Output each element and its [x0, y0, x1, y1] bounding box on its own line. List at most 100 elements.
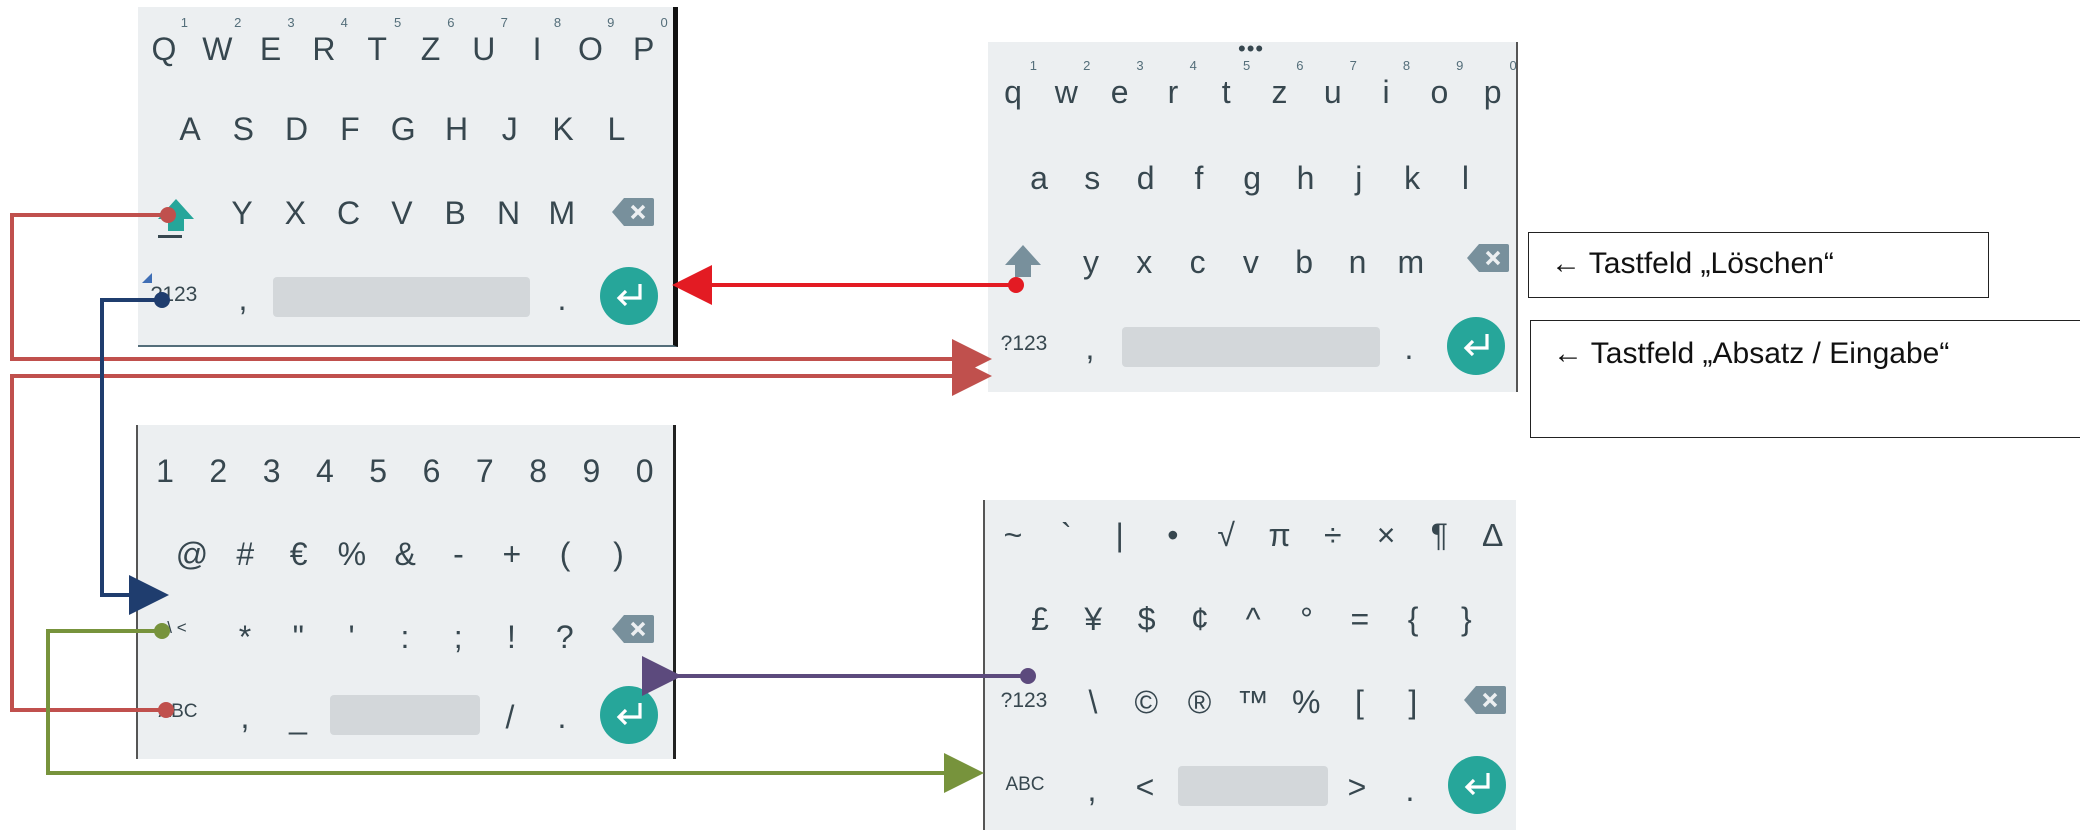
key[interactable]: j: [1333, 148, 1385, 208]
less-than-key[interactable]: <: [1135, 769, 1155, 805]
key[interactable]: °: [1281, 589, 1333, 649]
key[interactable]: y: [1065, 232, 1117, 292]
key[interactable]: g: [1226, 148, 1278, 208]
key[interactable]: m: [1385, 232, 1437, 292]
key[interactable]: ¥: [1067, 589, 1119, 649]
enter-icon[interactable]: [1447, 317, 1505, 375]
key[interactable]: [: [1334, 672, 1386, 732]
key[interactable]: ®: [1174, 672, 1226, 732]
key[interactable]: π: [1254, 505, 1306, 565]
backspace-icon[interactable]: [1464, 686, 1506, 714]
key[interactable]: ?: [539, 607, 591, 667]
key[interactable]: ©: [1120, 672, 1172, 732]
comma-key[interactable]: ,: [240, 699, 250, 735]
period-key[interactable]: .: [557, 699, 567, 735]
mode-key-123[interactable]: ?123: [1000, 332, 1048, 355]
key[interactable]: !: [486, 607, 538, 667]
key[interactable]: $: [1121, 589, 1173, 649]
slash-key[interactable]: /: [505, 699, 515, 735]
key[interactable]: -: [433, 524, 485, 584]
key[interactable]: =: [1334, 589, 1386, 649]
key[interactable]: #: [219, 524, 271, 584]
key[interactable]: f: [1173, 148, 1225, 208]
key[interactable]: €: [273, 524, 325, 584]
key[interactable]: S: [217, 99, 269, 159]
shift-icon[interactable]: [1003, 243, 1043, 285]
space-bar[interactable]: [1122, 327, 1380, 367]
key[interactable]: G: [377, 99, 429, 159]
enter-icon[interactable]: [1448, 756, 1506, 814]
key[interactable]: 1: [139, 441, 191, 501]
key[interactable]: M: [536, 183, 588, 243]
key[interactable]: |: [1094, 505, 1146, 565]
key[interactable]: •: [1147, 505, 1199, 565]
key[interactable]: `: [1040, 505, 1092, 565]
key[interactable]: ∆: [1467, 505, 1516, 565]
key[interactable]: \: [1067, 672, 1119, 732]
period-key[interactable]: .: [1404, 330, 1414, 366]
key[interactable]: ]: [1387, 672, 1439, 732]
key[interactable]: ™: [1227, 672, 1279, 732]
period-key[interactable]: .: [1405, 772, 1415, 808]
key[interactable]: D: [271, 99, 323, 159]
key[interactable]: £: [1014, 589, 1066, 649]
key[interactable]: %: [1280, 672, 1332, 732]
underscore-key[interactable]: _: [289, 699, 307, 735]
greater-than-key[interactable]: >: [1347, 769, 1367, 805]
enter-icon[interactable]: [600, 267, 658, 325]
key[interactable]: v: [1225, 232, 1277, 292]
key[interactable]: X: [269, 183, 321, 243]
key[interactable]: N: [483, 183, 535, 243]
key[interactable]: k: [1386, 148, 1438, 208]
period-key[interactable]: .: [557, 281, 567, 317]
key[interactable]: s: [1066, 148, 1118, 208]
backspace-icon[interactable]: [612, 615, 654, 643]
abc-key[interactable]: ABC: [1005, 774, 1045, 795]
space-bar[interactable]: [273, 277, 530, 317]
key[interactable]: x: [1118, 232, 1170, 292]
key[interactable]: 4: [299, 441, 351, 501]
key[interactable]: b: [1278, 232, 1330, 292]
key[interactable]: ": [272, 607, 324, 667]
key[interactable]: L: [590, 99, 642, 159]
key[interactable]: {: [1387, 589, 1439, 649]
key[interactable]: Y: [216, 183, 268, 243]
key[interactable]: ×: [1360, 505, 1412, 565]
comma-key[interactable]: ,: [1087, 772, 1097, 808]
key[interactable]: ¶: [1413, 505, 1465, 565]
backspace-icon[interactable]: [1467, 244, 1509, 272]
key[interactable]: (: [539, 524, 591, 584]
key[interactable]: H: [431, 99, 483, 159]
key[interactable]: ~: [987, 505, 1039, 565]
key[interactable]: 3: [246, 441, 298, 501]
key[interactable]: ): [592, 524, 644, 584]
key[interactable]: ¢: [1174, 589, 1226, 649]
key[interactable]: 5: [352, 441, 404, 501]
key[interactable]: 0: [619, 441, 671, 501]
backspace-icon[interactable]: [612, 198, 654, 226]
key[interactable]: n: [1332, 232, 1384, 292]
key[interactable]: h: [1280, 148, 1332, 208]
key[interactable]: %: [326, 524, 378, 584]
key[interactable]: l: [1439, 148, 1491, 208]
key[interactable]: √: [1200, 505, 1252, 565]
key[interactable]: K: [537, 99, 589, 159]
key[interactable]: 7: [459, 441, 511, 501]
key[interactable]: 2: [192, 441, 244, 501]
key[interactable]: d: [1120, 148, 1172, 208]
comma-key[interactable]: ,: [1085, 330, 1095, 366]
key[interactable]: a: [1013, 148, 1065, 208]
